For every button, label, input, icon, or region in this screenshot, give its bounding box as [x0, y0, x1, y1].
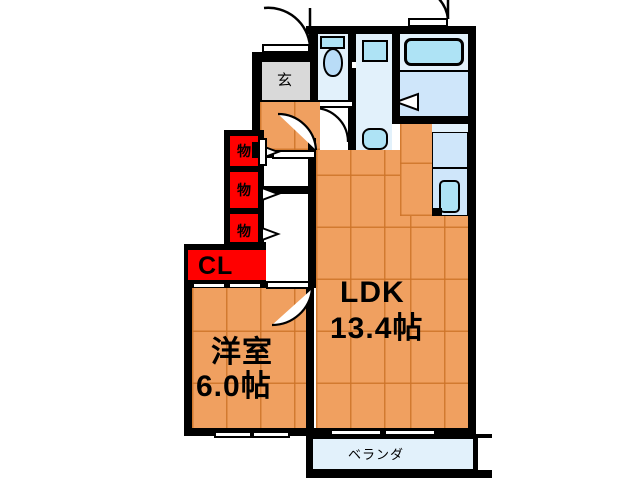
storage-2-door-icon[interactable]: [261, 186, 281, 202]
ldk-floor-upper-right: [400, 124, 432, 216]
entrance-label: 玄: [277, 72, 293, 89]
closet-cl-label: CL: [198, 252, 234, 280]
wall-bath-bottom: [392, 116, 476, 124]
ldk-size-label: 13.4帖: [330, 312, 424, 345]
veranda-label: ベランダ: [348, 447, 405, 462]
hall-door-swing-icon: [277, 112, 318, 151]
wall-top-entry: [306, 26, 476, 34]
storage-1-label: 物: [237, 143, 251, 159]
wall-storage-left: [224, 130, 230, 248]
wall-storage-div1: [224, 166, 264, 172]
bedroom-window-right[interactable]: [252, 431, 290, 438]
wall-bedroom-left: [184, 288, 192, 436]
wall-cl-top: [184, 244, 266, 252]
bath-outer-door-leaf[interactable]: [408, 18, 448, 27]
kitchen-counter-icon: [432, 132, 468, 168]
wall-bath-left: [392, 26, 400, 124]
wall-hall-lower: [264, 186, 316, 194]
bathtub-icon: [404, 38, 464, 66]
wall-storage-bottom: [224, 242, 266, 248]
bedroom-door-leaf[interactable]: [266, 281, 314, 289]
ldk-floor-right: [410, 216, 468, 436]
entrance-door-leaf[interactable]: [262, 44, 310, 53]
kitchen-sink-basin-icon: [439, 180, 460, 213]
toilet-door-leaf[interactable]: [314, 100, 354, 108]
wall-storage-right: [258, 130, 264, 248]
wall-kitchen-right: [468, 124, 476, 224]
veranda-floor: [312, 438, 474, 470]
wall-entry-top: [252, 52, 310, 60]
storage-2-label: 物: [237, 182, 251, 198]
bedroom-size-label: 6.0帖: [196, 370, 272, 403]
ldk-floor: [316, 150, 412, 436]
wall-bath-right: [468, 26, 476, 144]
closet-cl: [188, 250, 266, 280]
bath-door-icon[interactable]: [393, 92, 420, 112]
toilet-bowl-icon: [323, 48, 343, 77]
wall-ldk-left-lower: [308, 186, 316, 288]
wall-ldk-right: [468, 216, 476, 436]
entrance-door-swing-icon: [263, 6, 312, 47]
bedroom-door-swing-icon: [271, 288, 314, 327]
wall-bath-top: [392, 26, 476, 34]
veranda-right-notch: [478, 438, 492, 470]
wall-wash-left-low: [348, 112, 356, 164]
wall-storage-top: [224, 130, 264, 136]
ldk-name-label: LDK: [340, 276, 405, 309]
storage-3-label: 物: [237, 223, 251, 239]
wash-basin-icon: [362, 128, 388, 150]
wall-storage-div2: [224, 208, 264, 214]
bedroom-window-left[interactable]: [214, 431, 252, 438]
storage-2: [230, 172, 258, 208]
vanity-mirror-icon: [362, 40, 388, 62]
washroom-sliding-door[interactable]: [352, 56, 356, 112]
wall-hall-right-seg: [308, 158, 316, 186]
wall-bedroom-right: [306, 288, 314, 436]
wall-entry-right-lower: [252, 142, 260, 158]
washroom-sliding-door-gap: [352, 62, 356, 68]
bath-outer-door-swing-icon: [438, 0, 450, 20]
bedroom-name-label: 洋室: [211, 336, 273, 369]
storage-3-door-icon[interactable]: [261, 226, 281, 242]
wall-toilet-left: [310, 26, 318, 138]
wall-entry-left: [252, 52, 260, 150]
